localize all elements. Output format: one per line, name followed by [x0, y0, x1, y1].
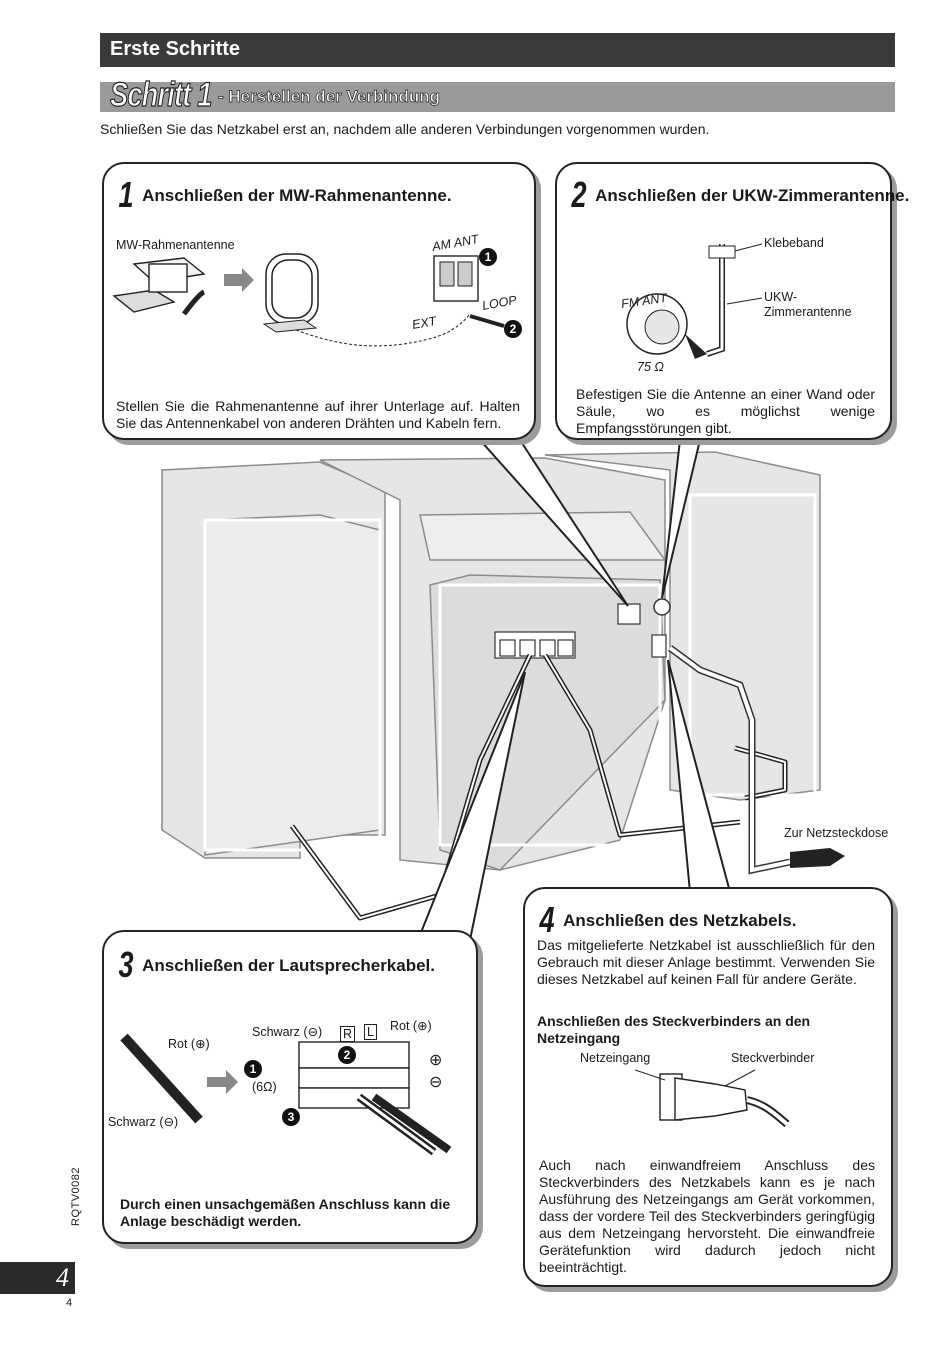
label-fm-antenna-2: Zimmerantenne — [764, 305, 852, 319]
box4-instruction: Das mitgelieferte Netzkabel ist ausschli… — [537, 937, 875, 987]
box4-number: 4 — [539, 899, 555, 940]
power-connector-diagram — [634, 1069, 790, 1128]
callout-box-3: 3 Anschließen der Lautsprecherkabel. Rot… — [102, 930, 478, 1244]
box3-warning: Durch einen unsachgemäßen Anschluss kann… — [120, 1196, 451, 1229]
step-marker-2: 2 — [338, 1046, 356, 1064]
page-tab-number: 4 — [56, 1263, 69, 1292]
box1-title: 1 Anschließen der MW-Rahmenantenne. — [116, 174, 452, 216]
page-number: 4 — [66, 1297, 73, 1309]
label-mw-antenna: MW-Rahmenantenne — [116, 238, 235, 252]
box1-number: 1 — [118, 174, 134, 215]
step-marker-1: 1 — [479, 248, 497, 266]
box2-number: 2 — [571, 174, 587, 215]
box2-title: 2 Anschließen der UKW-Zimmerantenne. — [569, 174, 910, 216]
callout-box-4: 4 Anschließen des Netzkabels. Das mitgel… — [523, 887, 893, 1287]
box4-title: 4 Anschließen des Netzkabels. — [537, 899, 797, 941]
minus-symbol: ⊖ — [429, 1074, 443, 1091]
box3-number: 3 — [118, 944, 134, 985]
fm-antenna-diagram — [626, 243, 763, 359]
step-marker-2: 2 — [504, 320, 522, 338]
box3-title-text: Anschließen der Lautsprecherkabel. — [142, 956, 436, 975]
step-marker-3: 3 — [282, 1108, 300, 1126]
label-tape: Klebeband — [764, 236, 824, 250]
box2-instruction: Befestigen Sie die Antenne an einer Wand… — [576, 386, 875, 436]
label-fm-antenna-1: UKW- — [764, 290, 798, 304]
box1-title-text: Anschließen der MW-Rahmenantenne. — [142, 186, 452, 205]
label-l: L — [364, 1024, 377, 1040]
label-outlet: Zur Netzsteckdose — [784, 826, 889, 840]
label-75-ohm: 75 Ω — [637, 360, 664, 374]
box4-subheading: Anschließen des Steckverbinders an den N… — [537, 1013, 811, 1046]
box4-note: Auch nach einwandfreiem Anschluss des St… — [539, 1157, 875, 1275]
plus-symbol: ⊕ — [429, 1052, 443, 1069]
step-number: Schritt 1 — [110, 75, 213, 114]
label-6-ohm: (6Ω) — [252, 1080, 277, 1094]
mw-antenna-diagram — [112, 253, 505, 347]
label-black-left: Schwarz (⊖) — [108, 1115, 179, 1129]
label-black-top: Schwarz (⊖) — [252, 1025, 323, 1039]
box3-title: 3 Anschließen der Lautsprecherkabel. — [116, 944, 436, 986]
section-header: Erste Schritte — [100, 33, 895, 67]
step-marker-1: 1 — [244, 1060, 262, 1078]
section-title: Erste Schritte — [110, 38, 241, 60]
label-connector: Steckverbinder — [731, 1051, 815, 1065]
label-inlet: Netzeingang — [580, 1051, 651, 1065]
callout-box-1: 1 Anschließen der MW-Rahmenantenne. MW-R… — [102, 162, 536, 440]
step-subtitle: - Herstellen der Verbindung — [218, 87, 441, 107]
box4-title-text: Anschließen des Netzkabels. — [563, 911, 797, 930]
callout-box-2: 2 Anschließen der UKW-Zimmerantenne. Kle… — [555, 162, 909, 440]
page-tab: 4 — [0, 1262, 75, 1294]
box1-instruction: Stellen Sie die Rahmenantenne auf ihrer … — [116, 398, 520, 431]
step-header: Schritt 1 - Herstellen der Verbindung — [100, 75, 895, 115]
label-red-left: Rot (⊕) — [168, 1037, 210, 1051]
intro-text: Schließen Sie das Netzkabel erst an, nac… — [100, 121, 710, 137]
document-code: RQTV0082 — [70, 1166, 82, 1226]
label-r: R — [340, 1026, 356, 1042]
box2-title-text: Anschließen der UKW-Zimmerantenne. — [595, 186, 910, 205]
label-red-top: Rot (⊕) — [390, 1019, 432, 1033]
